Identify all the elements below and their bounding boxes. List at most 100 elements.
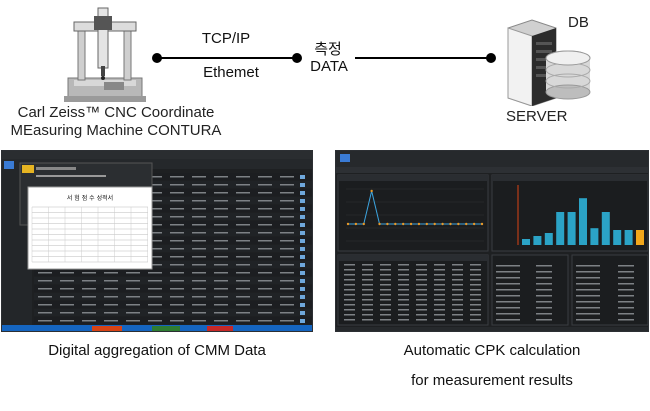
table-cell: [214, 184, 228, 186]
stat-label: [496, 319, 520, 321]
table-cell: [280, 320, 294, 322]
table-cell: [192, 208, 206, 210]
row-icon: [300, 263, 305, 267]
table-cell: [280, 272, 294, 274]
table-cell: [236, 184, 250, 186]
chart-point: [354, 222, 358, 226]
table-cell: [192, 320, 206, 322]
table-cell: [362, 284, 373, 286]
table-cell: [362, 314, 373, 316]
table-cell: [38, 288, 52, 290]
table-cell: [60, 288, 74, 290]
row-icon: [300, 183, 305, 187]
table-cell: [416, 264, 427, 266]
stat-value: [536, 301, 552, 303]
table-cell: [148, 304, 162, 306]
table-cell: [214, 280, 228, 282]
table-cell: [148, 248, 162, 250]
table-cell: [170, 296, 184, 298]
table-cell: [280, 232, 294, 234]
table-cell: [434, 284, 445, 286]
chart-point: [425, 222, 429, 226]
table-cell: [148, 312, 162, 314]
table-cell: [344, 264, 355, 266]
row-icon: [300, 247, 305, 251]
table-cell: [258, 304, 272, 306]
protocol-bottom-label: Ethemet: [203, 64, 259, 81]
table-cell: [148, 296, 162, 298]
chart-bar: [601, 212, 610, 245]
table-cell: [452, 294, 463, 296]
table-cell: [148, 200, 162, 202]
table-cell: [236, 264, 250, 266]
table-cell: [236, 200, 250, 202]
table-cell: [170, 232, 184, 234]
stat-label: [496, 277, 520, 279]
table-cell: [214, 208, 228, 210]
row-icon: [300, 199, 305, 203]
table-cell: [170, 216, 184, 218]
table-cell: [192, 240, 206, 242]
table-cell: [82, 272, 96, 274]
table-cell: [170, 280, 184, 282]
table-cell: [236, 192, 250, 194]
table-cell: [380, 274, 391, 276]
table-cell: [452, 309, 463, 311]
stat-label: [496, 265, 520, 267]
table-cell: [280, 288, 294, 290]
server-label: SERVER: [506, 108, 568, 125]
table-cell: [434, 304, 445, 306]
chart-point: [457, 222, 460, 226]
table-cell: [148, 232, 162, 234]
chart-point: [401, 222, 405, 226]
table-cell: [258, 248, 272, 250]
stat-label: [496, 307, 520, 309]
table-cell: [148, 216, 162, 218]
data-label-en: DATA: [310, 58, 348, 75]
chart-point: [417, 222, 421, 226]
table-cell: [236, 176, 250, 178]
table-cell: [452, 284, 463, 286]
chart-point: [394, 222, 397, 226]
table-cell: [380, 314, 391, 316]
caption-right-line2: for measurement results: [411, 372, 573, 389]
table-cell: [214, 264, 228, 266]
table-cell: [236, 320, 250, 322]
link-dot-right: [486, 53, 496, 63]
protocol-top-label: TCP/IP: [201, 30, 251, 47]
table-cell: [280, 216, 294, 218]
table-cell: [280, 312, 294, 314]
table-cell: [434, 264, 445, 266]
table-cell: [470, 269, 481, 271]
table-cell: [398, 294, 409, 296]
table-cell: [398, 309, 409, 311]
table-cell: [170, 272, 184, 274]
cmm-label-line1: Carl Zeiss™ CNC Coordinate: [17, 104, 215, 121]
table-cell: [236, 240, 250, 242]
table-cell: [148, 264, 162, 266]
table-cell: [398, 304, 409, 306]
stat-label: [576, 271, 600, 273]
table-cell: [434, 299, 445, 301]
table-cell: [82, 304, 96, 306]
stat-value: [618, 307, 634, 309]
table-cell: [82, 288, 96, 290]
table-cell: [170, 248, 184, 250]
stat-value: [618, 319, 634, 321]
stat-value: [618, 301, 634, 303]
chart-bar: [544, 233, 553, 245]
table-cell: [82, 280, 96, 282]
table-cell: [362, 294, 373, 296]
cmm-label-line2: MEasuring Machine CONTURA: [10, 122, 222, 139]
chart-bar: [567, 212, 576, 245]
stat-value: [618, 295, 634, 297]
table-cell: [192, 304, 206, 306]
table-cell: [470, 304, 481, 306]
stat-value: [536, 283, 552, 285]
table-cell: [280, 296, 294, 298]
link-line-left: [160, 57, 295, 59]
chart-point: [472, 222, 476, 226]
table-cell: [104, 296, 118, 298]
table-cell: [126, 272, 140, 274]
row-icon: [300, 295, 305, 299]
